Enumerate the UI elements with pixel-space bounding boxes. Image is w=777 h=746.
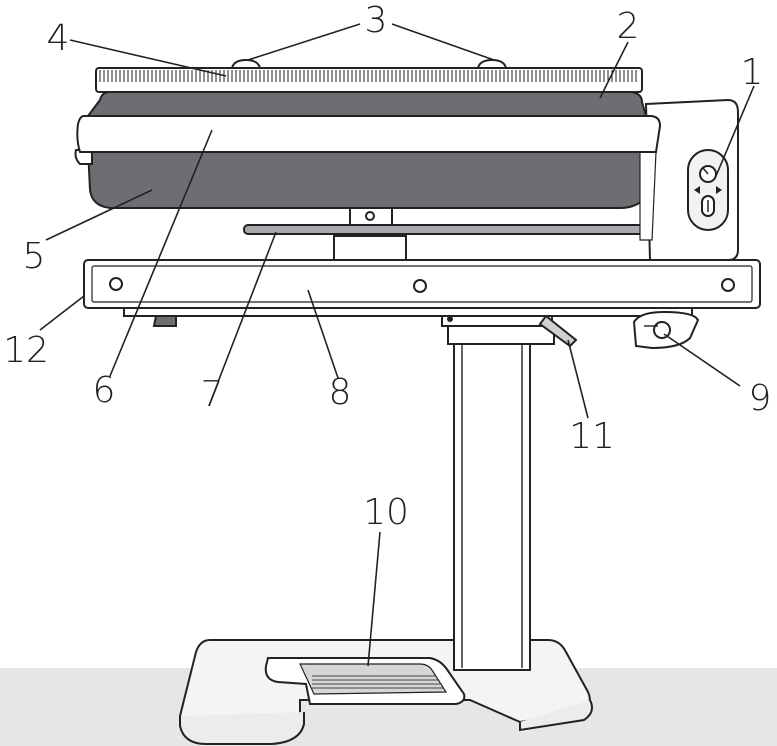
ironing-board <box>95 67 643 93</box>
thermostat-unit <box>632 310 700 350</box>
callout-5: 5 <box>23 236 46 277</box>
callout-4: 4 <box>47 18 70 59</box>
callout-11: 11 <box>569 416 615 457</box>
callout-10: 10 <box>363 492 409 533</box>
front-bar <box>83 259 761 309</box>
leader-6 <box>109 129 213 377</box>
foot-pedal <box>264 657 466 705</box>
column-head <box>441 311 578 348</box>
leader-5 <box>45 189 153 241</box>
leader-11 <box>567 339 589 419</box>
leader-9 <box>663 333 741 387</box>
control-housing <box>644 98 739 261</box>
column <box>453 339 531 671</box>
leader-2 <box>599 41 629 99</box>
top-knobs <box>230 58 508 69</box>
callout-12: 12 <box>3 330 49 371</box>
callout-3: 3 <box>365 0 388 41</box>
callout-labels: 1 2 3 4 5 6 7 8 9 10 11 12 <box>3 0 771 533</box>
leader-4 <box>69 39 227 77</box>
leader-7 <box>217 231 277 383</box>
callout-9: 9 <box>749 378 772 419</box>
top-cover <box>86 91 648 117</box>
callout-7: 7 <box>201 374 224 415</box>
callout-1: 1 <box>741 52 764 93</box>
leader-10 <box>367 531 381 667</box>
leader-3b <box>391 23 495 61</box>
leader-8 <box>307 289 339 379</box>
callout-6: 6 <box>93 370 116 411</box>
leader-lines <box>39 23 755 667</box>
front-plate <box>76 115 662 153</box>
leader-1 <box>715 85 755 177</box>
leader-3a <box>247 23 361 61</box>
callout-2: 2 <box>617 6 640 47</box>
handle-bar <box>243 224 645 235</box>
leader-12 <box>39 295 85 331</box>
callout-8: 8 <box>329 372 352 413</box>
